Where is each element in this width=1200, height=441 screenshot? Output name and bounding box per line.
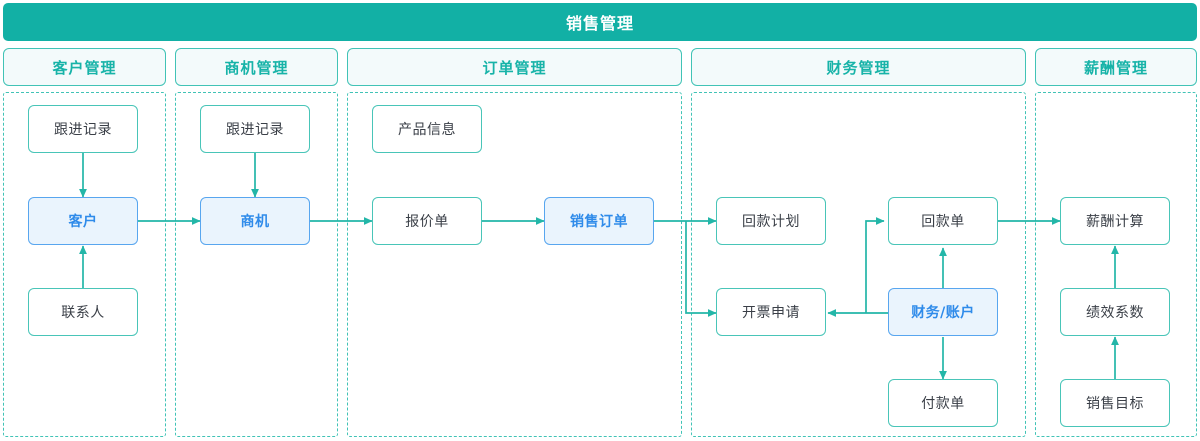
node-salary-calculation[interactable]: 薪酬计算 — [1060, 197, 1170, 245]
node-product-info[interactable]: 产品信息 — [372, 105, 482, 153]
node-customer[interactable]: 客户 — [28, 197, 138, 245]
node-invoice-request[interactable]: 开票申请 — [716, 288, 826, 336]
node-contact[interactable]: 联系人 — [28, 288, 138, 336]
node-sales-order[interactable]: 销售订单 — [544, 197, 654, 245]
lane-order-management — [347, 92, 682, 437]
tab-salary-management[interactable]: 薪酬管理 — [1035, 48, 1197, 86]
node-collection-plan[interactable]: 回款计划 — [716, 197, 826, 245]
tab-order-management[interactable]: 订单管理 — [347, 48, 682, 86]
tab-opportunity-management[interactable]: 商机管理 — [175, 48, 338, 86]
lane-opportunity-management — [175, 92, 338, 437]
tab-customer-management[interactable]: 客户管理 — [3, 48, 166, 86]
lane-customer-management — [3, 92, 166, 437]
node-quotation[interactable]: 报价单 — [372, 197, 482, 245]
node-follow-up-record-customer[interactable]: 跟进记录 — [28, 105, 138, 153]
node-collection-note[interactable]: 回款单 — [888, 197, 998, 245]
node-opportunity[interactable]: 商机 — [200, 197, 310, 245]
lane-salary-management — [1035, 92, 1197, 437]
node-performance-factor[interactable]: 绩效系数 — [1060, 288, 1170, 336]
node-finance-account[interactable]: 财务/账户 — [888, 288, 998, 336]
node-sales-target[interactable]: 销售目标 — [1060, 379, 1170, 427]
node-follow-up-record-opportunity[interactable]: 跟进记录 — [200, 105, 310, 153]
page-title: 销售管理 — [3, 3, 1197, 41]
tab-finance-management[interactable]: 财务管理 — [691, 48, 1026, 86]
node-payment-note[interactable]: 付款单 — [888, 379, 998, 427]
